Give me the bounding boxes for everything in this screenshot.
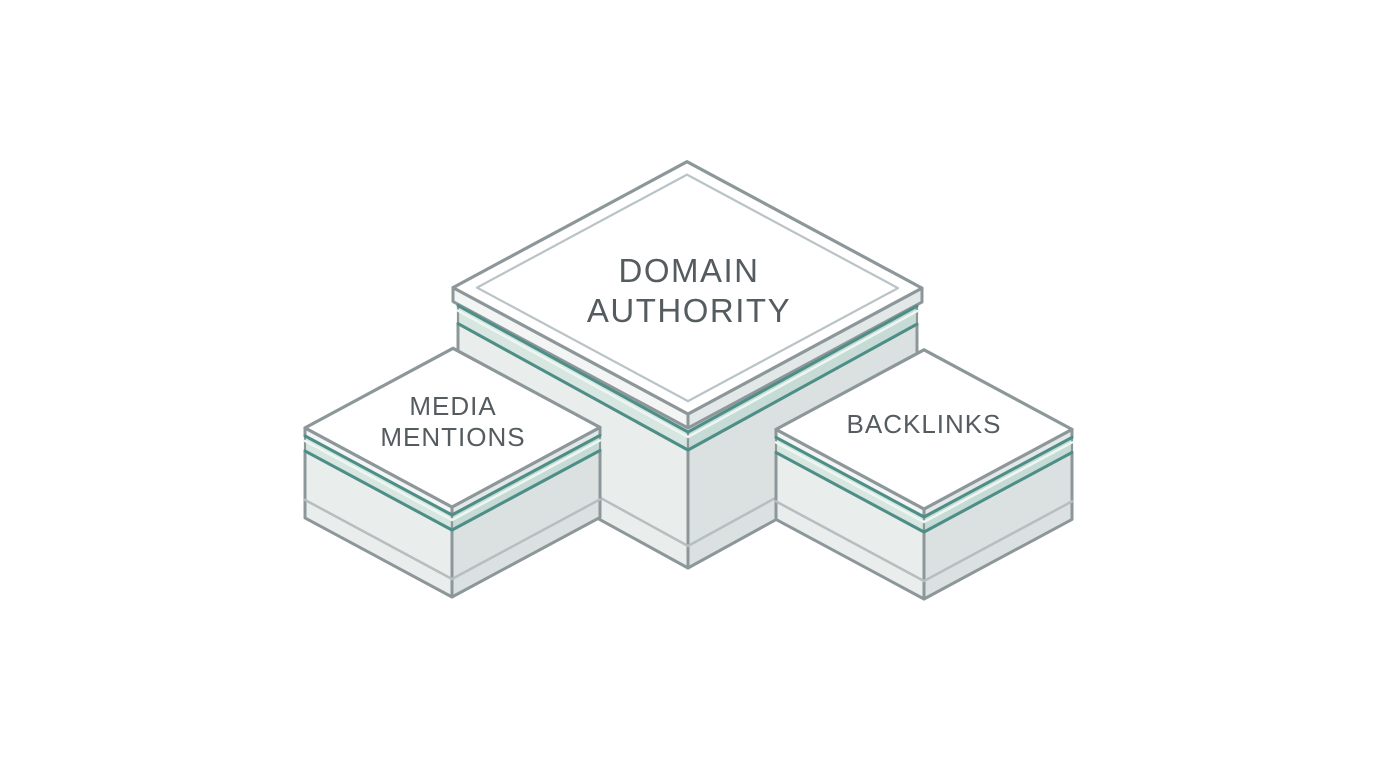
backlinks-glass-highlight bbox=[774, 441, 1074, 524]
media-mentions-seam-left bbox=[303, 498, 454, 581]
media-mentions-glass-highlight bbox=[303, 439, 602, 522]
domain-authority-glass-bottom-edge bbox=[456, 322, 919, 452]
backlinks-seam-left bbox=[774, 500, 926, 583]
domain-authority-glass-top-edge bbox=[456, 304, 919, 434]
media-mentions-top-face bbox=[303, 346, 602, 509]
backlinks-seam-right bbox=[922, 500, 1074, 583]
left-block-label-line1: MEDIA bbox=[409, 391, 496, 421]
domain-authority-glass-highlight bbox=[456, 309, 919, 439]
center-block-label-line1: DOMAIN bbox=[619, 252, 760, 289]
media-mentions-seam-right bbox=[450, 498, 602, 581]
backlinks-shapes bbox=[774, 348, 1074, 601]
media-mentions-glass-top-edge bbox=[303, 433, 602, 517]
center-block-label-line2: AUTHORITY bbox=[587, 292, 791, 329]
media-mentions-shapes bbox=[303, 346, 602, 599]
backlinks-glass-top-edge bbox=[774, 435, 1074, 519]
domain-authority-top-face-inner-outline bbox=[475, 173, 900, 403]
right-block-label-line1: BACKLINKS bbox=[847, 409, 1002, 439]
left-block-media-mentions: MEDIA MENTIONS bbox=[303, 346, 602, 599]
left-block-label-line2: MENTIONS bbox=[380, 422, 525, 452]
domain-authority-top-face bbox=[451, 160, 924, 416]
backlinks-glass-bottom-edge bbox=[774, 450, 1074, 534]
backlinks-top-face bbox=[774, 348, 1074, 511]
media-mentions-glass-bottom-edge bbox=[303, 448, 602, 532]
right-block-backlinks: BACKLINKS bbox=[774, 348, 1074, 601]
